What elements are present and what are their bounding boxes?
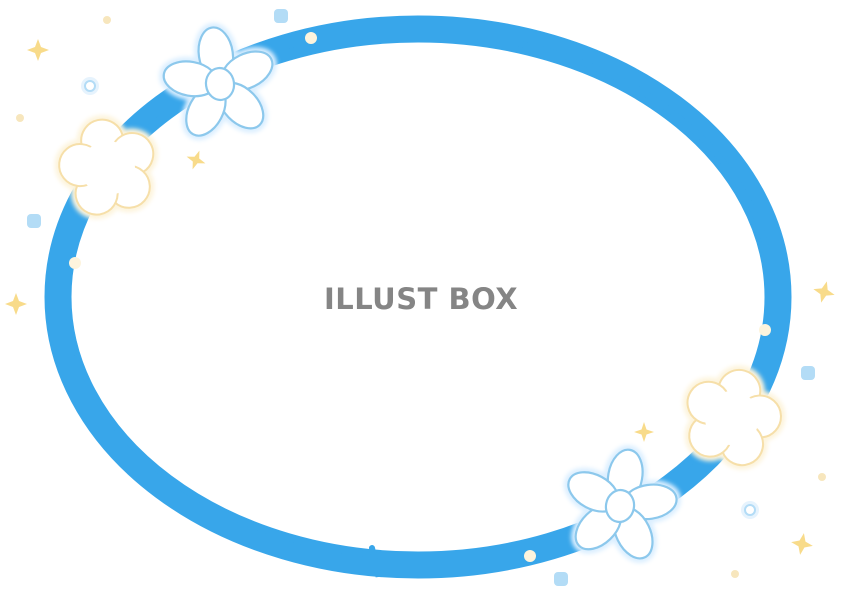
sparkle-icon	[634, 422, 654, 442]
flower-icon	[159, 22, 277, 141]
flower-icon	[563, 445, 682, 563]
sparkle-icon	[813, 281, 835, 303]
sparkle-icon	[791, 533, 813, 555]
oval-frame	[44, 15, 792, 579]
sparkle-icon	[27, 39, 49, 61]
sparkle-icon	[5, 293, 27, 315]
flower-icon	[54, 115, 158, 220]
dot-icon	[16, 9, 826, 586]
sparkle-icon	[186, 150, 206, 170]
flower-icon	[683, 365, 786, 470]
watermark-text: ILLUST BOX	[323, 282, 519, 316]
